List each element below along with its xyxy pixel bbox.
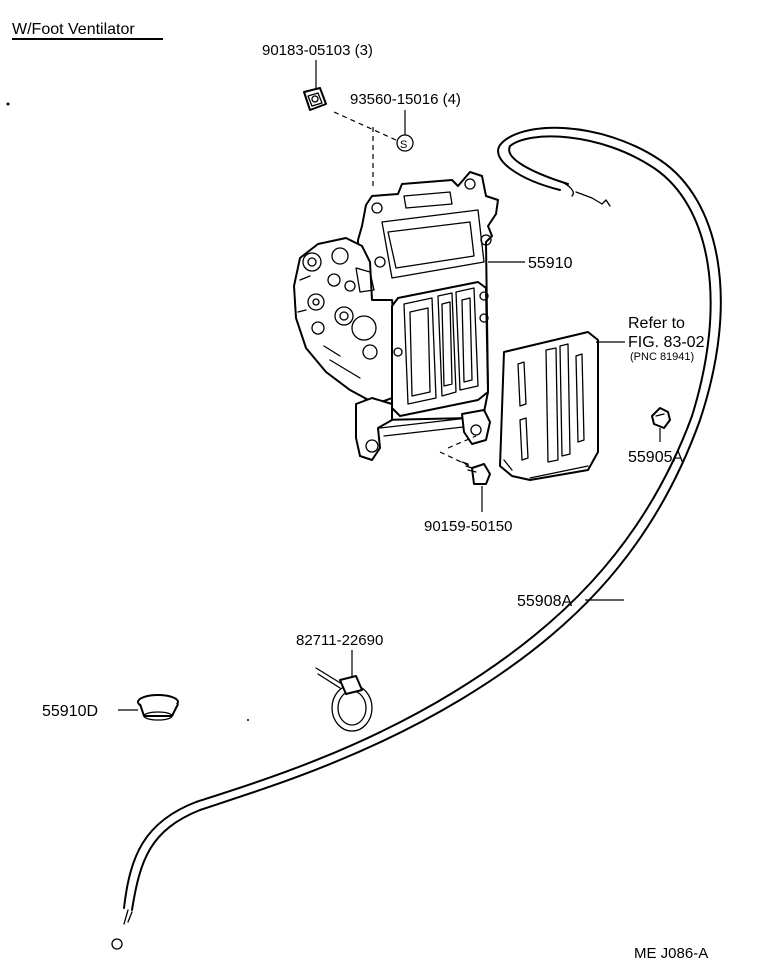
bolt-part (461, 461, 491, 485)
diagram-title-group: W/Foot Ventilator (12, 21, 163, 40)
grommet-label: 55910D (42, 703, 98, 720)
figure-code: ME J086-A (634, 945, 708, 962)
nut-clip-part (303, 87, 327, 111)
damper-case-label: 55910 (528, 255, 573, 272)
grommet-part (137, 694, 179, 721)
control-cable-part (111, 126, 722, 950)
clip-label: 55905A (628, 449, 683, 466)
refer-pnc: (PNC 81941) (630, 351, 694, 363)
clamp-part (315, 667, 373, 732)
diagram-title: W/Foot Ventilator (12, 21, 135, 38)
screw-s-mark: S (400, 139, 407, 151)
stray-dot-2 (247, 719, 249, 721)
nut-clip-label: 90183-05103 (3) (262, 42, 373, 59)
align-line-top (333, 111, 397, 141)
control-cable-label: 55908A (517, 593, 572, 610)
bolt-align-line (439, 451, 475, 469)
damper-case-part (293, 171, 499, 461)
screw-s-label: 93560-15016 (4) (350, 91, 461, 108)
cover-panel-part (499, 331, 599, 481)
bolt-label: 90159-50150 (424, 518, 512, 535)
refer-line1: Refer to (628, 315, 685, 332)
clip-part (651, 407, 671, 429)
stray-dot (6, 102, 10, 106)
clamp-label: 82711-22690 (296, 632, 383, 649)
refer-line2: FIG. 83-02 (628, 334, 705, 351)
